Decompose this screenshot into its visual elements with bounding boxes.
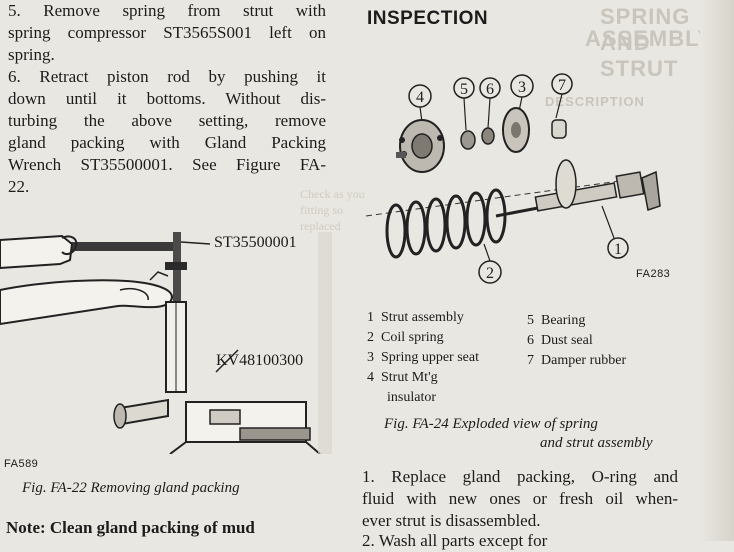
text-line: fluid with new ones or fresh oil when- [362,489,678,508]
callout-circle [479,77,501,99]
text-line: turbing the above setting, remove [8,111,326,130]
caption-fa24-line2: and strut assembly [540,435,653,451]
strut-assembly [495,159,661,218]
callout-5: 5 [460,81,468,98]
callout-3: 3 [518,79,526,96]
caption-fa22: Fig. FA-22 Removing gland packing [22,480,240,496]
inspection-para-1: 1. Replace gland packing, O-ring and flu… [362,466,678,532]
figure-code-right: FA283 [636,268,671,280]
text-line: spring. [8,45,55,64]
right-hand [0,279,173,326]
text-line: down until it bottoms. Without dis- [8,89,326,108]
ghost-section: DESCRIPTION [545,94,645,109]
caption-fa24-line1: Fig. FA-24 Exploded view of spring [384,416,598,432]
text-line: 22. [8,177,30,196]
legend-num: 7 [527,353,534,368]
tool-label-st35500001: ST35500001 [214,234,297,251]
legend-label: Strut assembly [381,310,464,325]
callout-4: 4 [416,89,424,106]
legend-label: Spring upper seat [381,350,479,365]
left-hand [0,234,74,270]
legend-num: 1 [367,310,374,325]
legend-label: Coil spring [381,330,444,345]
figure-code-left: FA589 [4,458,39,470]
legend-label: Damper rubber [541,353,627,368]
legend-num: 3 [367,350,374,365]
exploded-view-figure: 4 5 6 3 7 2 1 [365,73,661,284]
page-edge [700,0,734,541]
gland-packing-figure [0,232,332,454]
legend-label: Strut Mt'g [381,370,438,385]
dust-seal [481,127,495,145]
text-line: 6. Retract piston rod by pushing it [8,67,326,86]
legend-label: Bearing [541,313,586,328]
legend-right: 5 Bearing 6 Dust seal 7 Damper rubber [527,313,687,373]
step5: 5. Remove spring from strut with spring … [8,0,326,66]
legend-num: 6 [527,333,534,348]
text-line: 5. Remove spring from strut with [8,1,326,20]
legend-continuation: insulator [387,390,436,405]
inspection-para-2-partial: 2. Wash all parts except for [362,531,548,550]
step6: 6. Retract piston rod by pushing it down… [8,66,326,198]
leader-line [215,349,239,373]
coil-spring [385,188,507,259]
bearing [460,130,476,150]
tool-label-kv48100300: KV48100300 [216,352,304,369]
text-line: spring compressor ST3565S001 left on [8,23,326,42]
text-line: gland packing with Gland Packing [8,133,326,152]
legend-num: 2 [367,330,374,345]
callout-2: 2 [486,265,494,282]
callout-1: 1 [614,241,622,258]
leader-line [180,241,211,245]
text-line: ever strut is disassembled. [362,511,541,530]
note-text: Note: Clean gland packing of mud [6,518,255,537]
legend-num: 4 [367,370,374,385]
ghost-heading-1: SPRING AND STRUT [600,4,691,81]
legend-left: 1 Strut assembly 2 Coil spring 3 Spring … [367,310,527,406]
ghost-heading-2: ASSEMBLY [585,26,714,51]
legend-num: 5 [527,313,534,328]
text-line: Wrench ST35500001. See Figure FA- [8,155,326,174]
wrench-handle [40,242,180,251]
callout-7: 7 [558,77,566,94]
legend-label: Dust seal [541,333,593,348]
spindle [118,398,169,426]
inspection-heading: INSPECTION [367,8,489,29]
text-line: 1. Replace gland packing, O-ring and [362,467,678,486]
callout-6: 6 [486,81,494,98]
damper-rubber [551,119,567,139]
